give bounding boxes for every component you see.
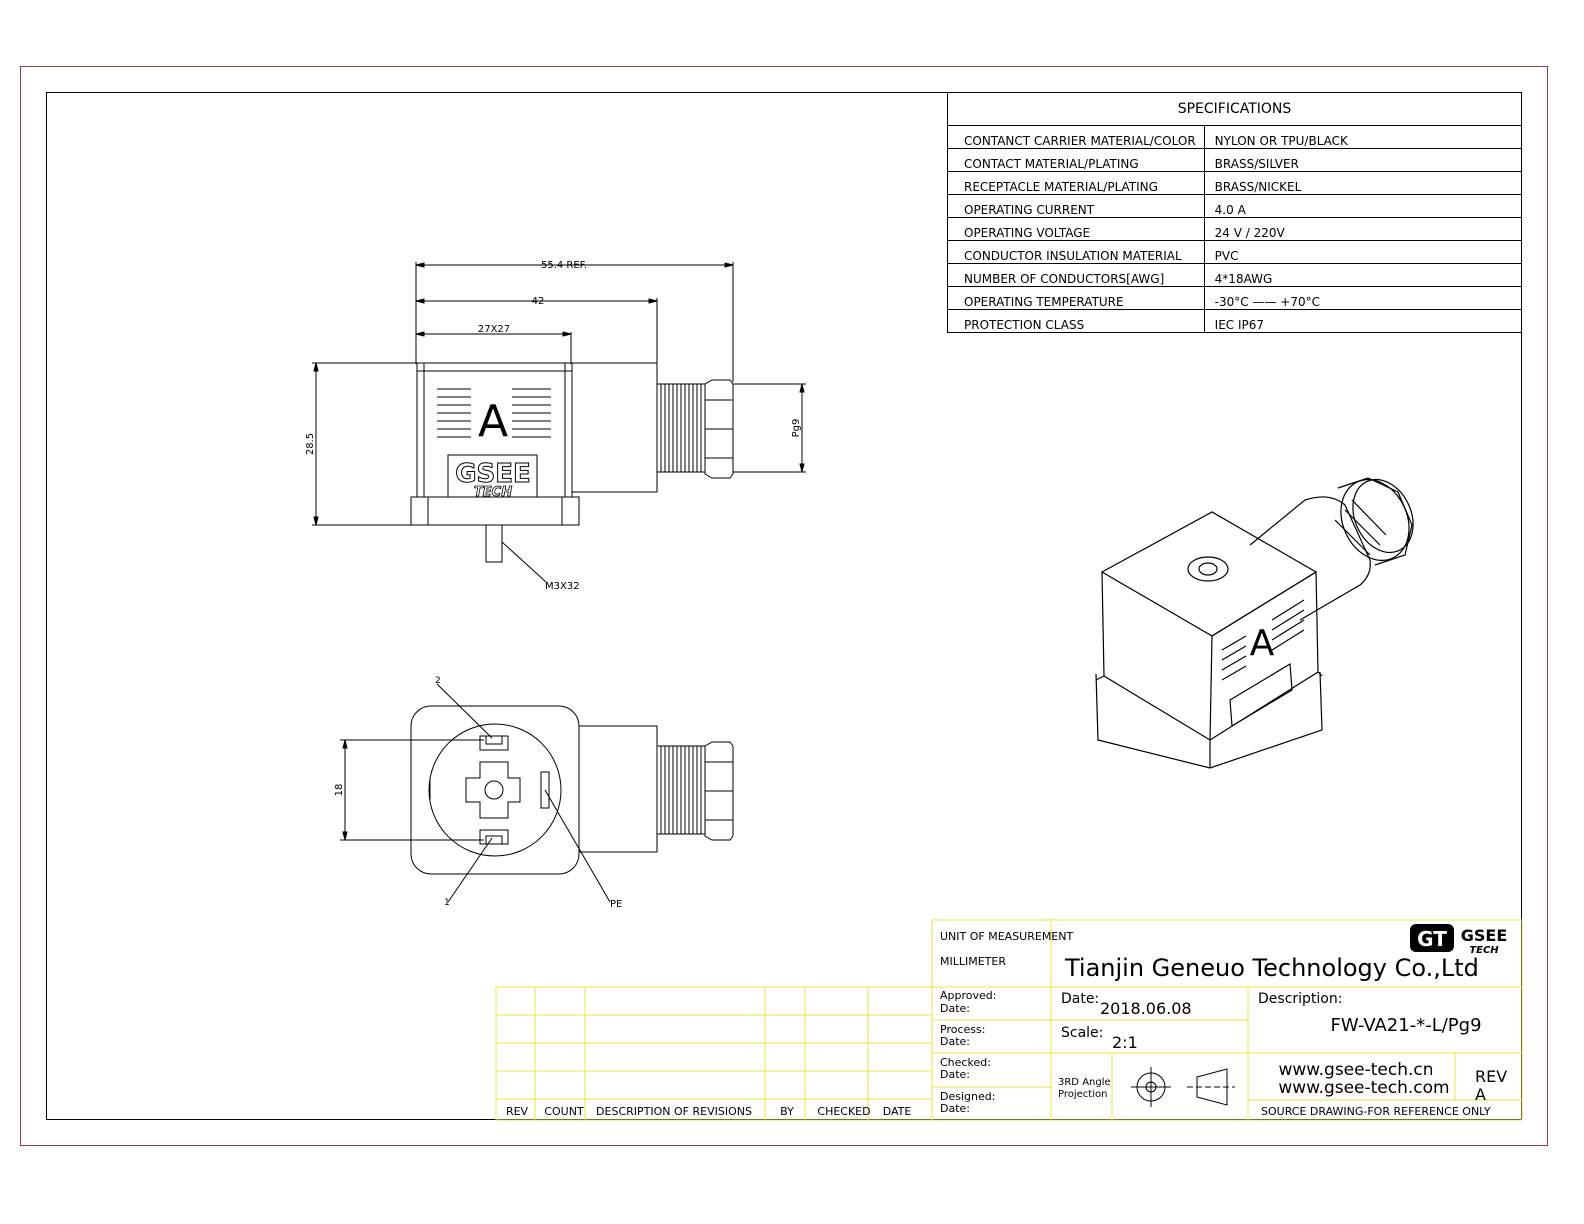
spec-name: NUMBER OF CONDUCTORS[AWG]	[947, 263, 1205, 287]
company-name: Tianjin Geneuo Technology Co.,Ltd	[1064, 954, 1479, 982]
spec-name: CONTANCT CARRIER MATERIAL/COLOR	[947, 125, 1205, 149]
spec-name: PROTECTION CLASS	[947, 309, 1205, 333]
projection-line-1: 3RD Angle	[1058, 1077, 1111, 1088]
dimension-pin-spacing: 18	[334, 784, 345, 797]
logo-mark: GT	[1417, 927, 1447, 951]
website-cn: www.gsee-tech.cn	[1278, 1060, 1433, 1080]
date-value: 2018.06.08	[1100, 999, 1192, 1018]
pin-view	[340, 683, 734, 903]
process-label: Process:	[940, 1023, 985, 1036]
projection-line-2: Projection	[1058, 1089, 1107, 1100]
description-label: Description:	[1258, 991, 1342, 1007]
designed-label: Designed:	[940, 1090, 995, 1103]
unit-value: MILLIMETER	[940, 955, 1006, 968]
description-value: FW-VA21-*-L/Pg9	[1330, 1015, 1481, 1036]
dimension-square: 27X27	[478, 324, 510, 335]
dimension-screw: M3X32	[545, 581, 580, 592]
spec-value: 4.0 A	[1203, 194, 1523, 218]
logo-sub: TECH	[1469, 945, 1499, 956]
spec-value: PVC	[1203, 240, 1523, 264]
checked-label: Checked:	[940, 1056, 991, 1069]
side-view	[312, 262, 806, 583]
checked-date-label: Date:	[940, 1068, 970, 1081]
revision-header-rev: REV	[506, 1105, 529, 1118]
process-date-label: Date:	[940, 1035, 970, 1048]
side-view-brand: GSEE	[455, 459, 531, 489]
isometric-letter: A	[1250, 623, 1275, 664]
spec-row: OPERATING TEMPERATURE-30°C —— +70°C	[947, 286, 1523, 310]
pin-pe-label: PE	[610, 899, 622, 910]
designed-date-label: Date:	[940, 1102, 970, 1115]
pin-1-label: 1	[444, 898, 450, 908]
scale-value: 2:1	[1112, 1033, 1138, 1052]
revision-table	[495, 986, 933, 1121]
spec-name: OPERATING CURRENT	[947, 194, 1205, 218]
isometric-view	[1095, 477, 1414, 769]
spec-value: NYLON OR TPU/BLACK	[1203, 125, 1523, 149]
spec-value: BRASS/SILVER	[1203, 148, 1523, 172]
approved-date-label: Date:	[940, 1002, 970, 1015]
spec-value: IEC IP67	[1203, 309, 1523, 333]
unit-label: UNIT OF MEASUREMENT	[940, 930, 1073, 943]
side-view-letter: A	[478, 396, 508, 447]
scale-label: Scale:	[1061, 1025, 1103, 1041]
revision-header-count: COUNT	[544, 1105, 584, 1118]
approved-label: Approved:	[940, 989, 996, 1002]
revision-header-checked: CHECKED	[817, 1105, 870, 1118]
revision-header-by: BY	[780, 1105, 794, 1118]
website-com: www.gsee-tech.com	[1278, 1078, 1449, 1098]
spec-value: -30°C —— +70°C	[1203, 286, 1523, 310]
logo-name: GSEE	[1461, 926, 1508, 945]
company-logo: GT GSEE TECH	[1410, 924, 1507, 956]
drawing-outer-border	[20, 66, 1548, 1146]
specifications-table: SPECIFICATIONS CONTANCT CARRIER MATERIAL…	[947, 92, 1523, 333]
rev-label: REV	[1475, 1067, 1507, 1086]
dimension-overall: 55.4 REF.	[541, 260, 587, 271]
source-note: SOURCE DRAWING-FOR REFERENCE ONLY	[1261, 1105, 1491, 1118]
dimension-thread: Pg9	[791, 419, 802, 438]
date-label: Date:	[1061, 991, 1099, 1007]
revision-header-date: DATE	[883, 1105, 912, 1118]
spec-name: CONDUCTOR INSULATION MATERIAL	[947, 240, 1205, 264]
specifications-title: SPECIFICATIONS	[947, 92, 1522, 126]
spec-value: 24 V / 220V	[1203, 217, 1523, 241]
title-block	[931, 919, 1523, 1121]
dimension-length: 42	[532, 296, 545, 307]
dimension-height: 28.5	[305, 433, 316, 455]
revision-header-description: DESCRIPTION OF REVISIONS	[596, 1105, 752, 1118]
rev-value: A	[1475, 1085, 1486, 1104]
projection-symbol-icon	[1131, 1067, 1235, 1107]
side-view-brand-sub: TECH	[474, 485, 512, 500]
pin-2-label: 2	[435, 676, 441, 686]
